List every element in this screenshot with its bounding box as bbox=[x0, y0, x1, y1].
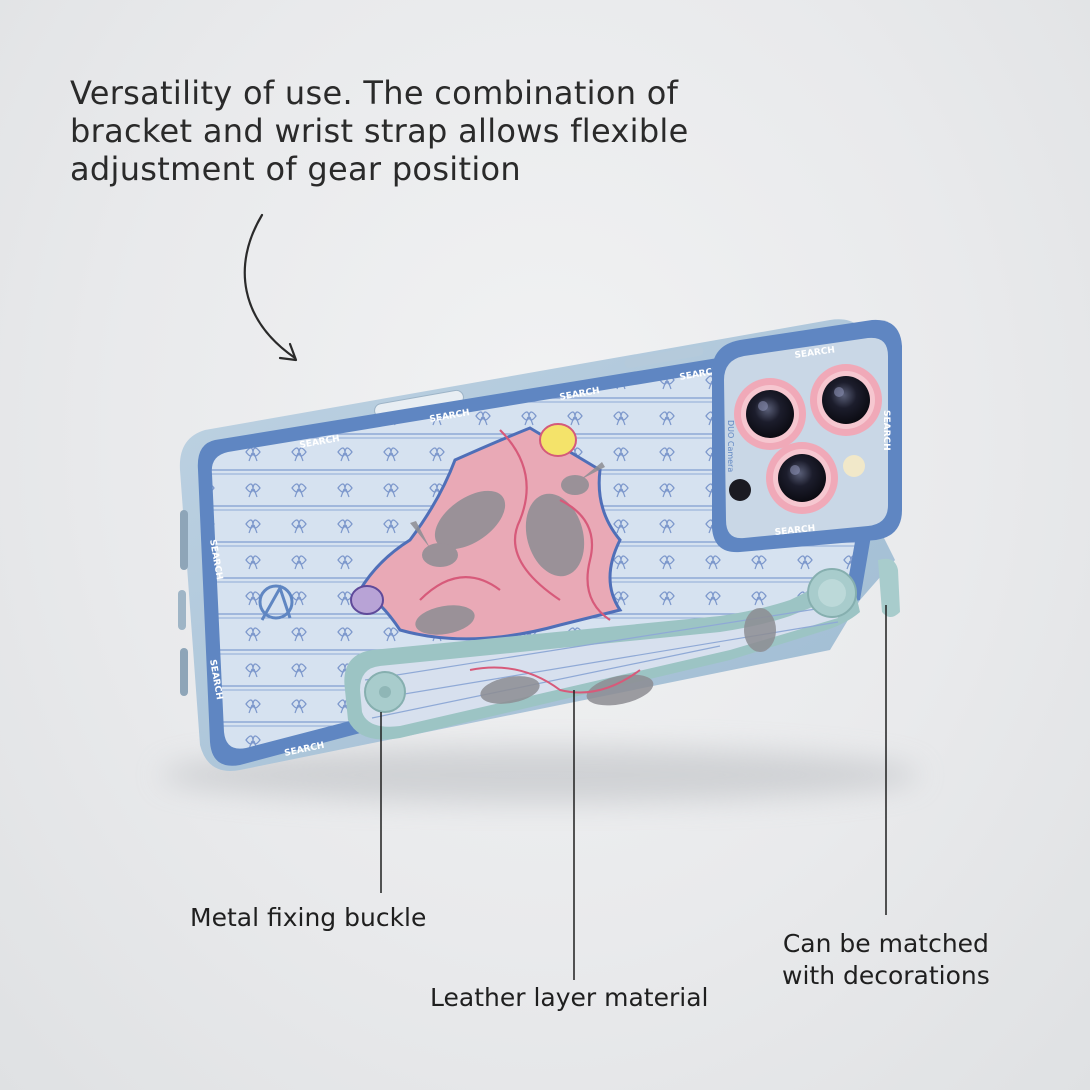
speaker-grille bbox=[180, 510, 188, 570]
camera-lens-icon bbox=[810, 364, 882, 436]
lidar-sensor-icon bbox=[729, 479, 751, 501]
brand-print: SEARCH bbox=[881, 410, 891, 451]
callout-decorations-line-1: Can be matched bbox=[782, 929, 989, 958]
rabbit-illustration bbox=[480, 608, 776, 706]
camera-lens-icon bbox=[734, 378, 806, 450]
camera-lens-icon bbox=[766, 442, 838, 514]
camera-module: SEARCH SEARCH SEARCH DUO Camera bbox=[712, 319, 902, 553]
wrist-strap bbox=[344, 558, 900, 740]
headline-line-1: Versatility of use. The combination of bbox=[70, 74, 679, 112]
flash-icon bbox=[843, 455, 865, 477]
callout-metal-buckle: Metal fixing buckle bbox=[190, 903, 427, 932]
callout-decorations: Can be matched with decorations bbox=[782, 928, 990, 992]
speaker-grille bbox=[180, 648, 188, 696]
metal-buckle-icon bbox=[364, 671, 406, 713]
curved-arrow-icon bbox=[243, 213, 298, 362]
floor-shadow bbox=[160, 747, 920, 803]
side-button bbox=[624, 345, 704, 369]
monogram-icon bbox=[258, 584, 294, 621]
easter-egg-icon bbox=[539, 423, 577, 457]
callout-leather-material: Leather layer material bbox=[430, 983, 709, 1012]
camera-text: DUO Camera bbox=[726, 420, 735, 472]
headline-line-2: bracket and wrist strap allows flexible bbox=[70, 112, 689, 150]
headline-line-3: adjustment of gear position bbox=[70, 150, 521, 188]
rabbit-illustration bbox=[410, 462, 605, 635]
callout-decorations-line-2: with decorations bbox=[782, 961, 990, 990]
ribbon-decoration bbox=[419, 429, 611, 621]
pink-panel bbox=[357, 426, 623, 641]
brand-print: SEARCH bbox=[774, 524, 815, 538]
easter-egg-icon bbox=[350, 585, 384, 615]
headline: Versatility of use. The combination of b… bbox=[70, 74, 710, 188]
port-cutout bbox=[178, 590, 186, 630]
decoration-button-icon bbox=[807, 558, 900, 618]
ribbon-decoration bbox=[469, 666, 641, 694]
